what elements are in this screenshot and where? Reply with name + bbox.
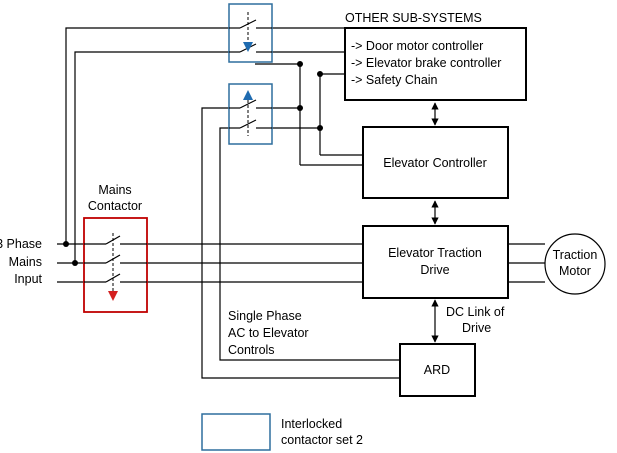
traction-drive-label-1: Elevator Traction xyxy=(388,246,482,260)
blue-arrow-up-icon xyxy=(243,90,253,100)
junction-dot xyxy=(317,125,323,131)
ard-label: ARD xyxy=(424,363,450,377)
legend-swatch xyxy=(201,413,271,451)
ard-box xyxy=(399,343,476,397)
mains-contactor-label-2: Contactor xyxy=(88,199,142,213)
dc-link-label-2: Drive xyxy=(462,321,491,335)
tap-wire-outer xyxy=(65,27,235,244)
interlocked-contactor-1 xyxy=(228,3,273,63)
other-subsystems-box xyxy=(344,27,527,101)
elevator-controller-label: Elevator Controller xyxy=(383,156,487,170)
traction-drive-box xyxy=(362,225,509,299)
junction-dot xyxy=(63,241,69,247)
interlocked-contactor-2 xyxy=(228,83,273,145)
other-subsystems-title: OTHER SUB-SYSTEMS xyxy=(345,11,482,25)
subsystem-item-2: -> Elevator brake controller xyxy=(351,56,501,70)
dc-link-label-1: DC Link of xyxy=(446,305,505,319)
junction-dot xyxy=(317,71,323,77)
red-arrow-icon xyxy=(108,291,118,301)
junction-dot xyxy=(72,260,78,266)
mains-input-label-2: Mains xyxy=(9,255,42,269)
legend-label-2: contactor set 2 xyxy=(281,433,363,447)
single-phase-label-1: Single Phase xyxy=(228,309,302,323)
traction-motor-label-1: Traction xyxy=(553,248,598,262)
ard-feed-inner xyxy=(219,127,400,361)
subsystem-item-1: -> Door motor controller xyxy=(351,39,483,53)
single-phase-label-2: AC to Elevator xyxy=(228,326,309,340)
switch-blade xyxy=(239,119,257,129)
traction-drive-label-2: Drive xyxy=(420,263,449,277)
switch-blade xyxy=(239,99,257,109)
legend-label-1: Interlocked xyxy=(281,417,342,431)
traction-motor-circle xyxy=(544,233,606,295)
traction-motor-label-2: Motor xyxy=(559,264,591,278)
junction-dot xyxy=(297,61,303,67)
junction-dot xyxy=(297,105,303,111)
subsystem-item-3: -> Safety Chain xyxy=(351,73,438,87)
mains-input-label-1: 3 Phase xyxy=(0,237,42,251)
mains-input-label-3: Input xyxy=(14,272,42,286)
ard-feed-outer xyxy=(201,107,400,379)
single-phase-label-3: Controls xyxy=(228,343,275,357)
mains-contactor xyxy=(83,217,148,313)
tap-wire-inner xyxy=(74,51,235,263)
blue-arrow-down-icon xyxy=(243,42,253,52)
mains-contactor-label-1: Mains xyxy=(98,183,131,197)
interlock-box-middle xyxy=(228,83,273,145)
interlock-box-top xyxy=(228,3,273,63)
elevator-controller-box xyxy=(362,126,509,199)
